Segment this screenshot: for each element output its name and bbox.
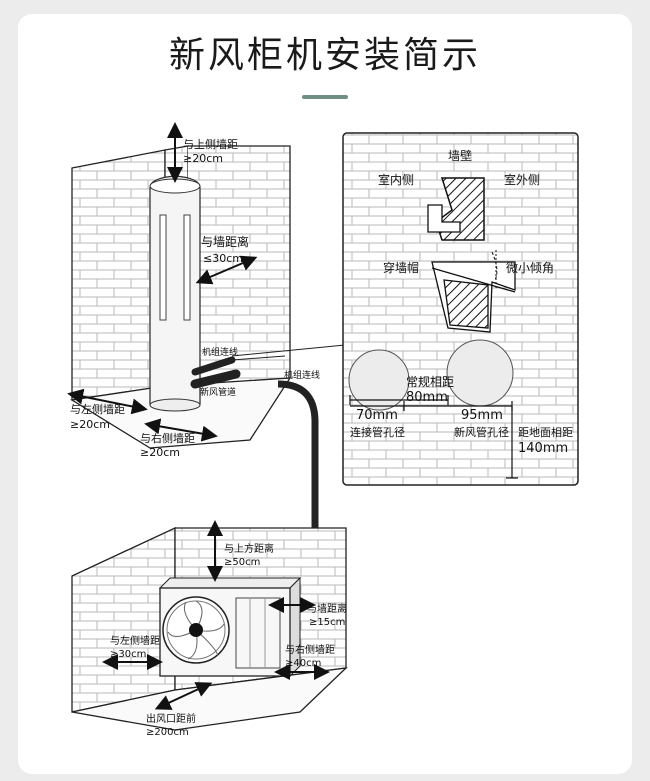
route-cable-label: 机组连线 (284, 369, 320, 381)
wall-clearance-label: 与墙距离 (201, 234, 249, 249)
wall-label: 墙壁 (448, 148, 472, 163)
left-clearance-arrow (67, 388, 148, 415)
detail-leader-line (231, 344, 346, 357)
outdoor-wall-label: 与墙距离 (307, 602, 347, 615)
outdoor-left-value: ≥30cm (110, 649, 146, 660)
wall-clearance-arrow (195, 255, 258, 285)
indoor-unit (149, 175, 201, 412)
title-underline (302, 95, 348, 99)
outdoor-front-label: 出风口距前 (146, 712, 196, 725)
outdoor-wall-value: ≥15cm (309, 617, 345, 628)
connecting-pipe-hole (348, 349, 410, 411)
hole2-size: 95mm (461, 408, 503, 423)
slight-tilt-label: 微小倾角 (506, 261, 554, 275)
fresh-air-pipe-hole (446, 339, 514, 407)
detail-box (342, 132, 579, 486)
unit-cable-label: 机组连线 (202, 346, 238, 358)
outdoor-top-value: ≥50cm (224, 557, 260, 568)
indoor-side-label: 室内侧 (378, 172, 414, 187)
outdoor-front-value: ≥200cm (146, 727, 189, 738)
wall-clearance-value: ≤30cm (203, 252, 243, 265)
outdoor-top-label: 与上方距离 (224, 542, 274, 555)
left-clearance-value: ≥20cm (70, 418, 110, 431)
outdoor-side-label: 室外侧 (504, 172, 540, 187)
hole2-label: 新风管孔径 (454, 425, 509, 439)
outdoor-front-arrow (154, 682, 213, 710)
indoor-pipes (190, 355, 286, 389)
outdoor-left-label: 与左侧墙距 (110, 634, 160, 647)
fresh-air-pipe-label: 新风管道 (200, 386, 236, 398)
hole1-label: 连接管孔径 (350, 425, 405, 439)
right-clearance-value: ≥20cm (140, 446, 180, 459)
page-title: 新风柜机安装简示 (168, 35, 481, 76)
spacing-label: 常规相距 (406, 374, 454, 389)
outdoor-right-label: 与右侧墙距 (285, 643, 335, 656)
floor-value: 140mm (518, 441, 568, 456)
wall-cap-label: 穿墙帽 (383, 260, 419, 275)
outdoor-right-value: ≥40cm (285, 658, 321, 669)
top-clearance-value: ≥20cm (183, 152, 223, 165)
hole1-size: 70mm (356, 408, 398, 423)
floor-label: 距地面相距 (518, 426, 573, 439)
top-clearance-label: 与上侧墙距 (183, 137, 238, 151)
outdoor-unit (158, 576, 302, 678)
left-clearance-label: 与左侧墙距 (70, 402, 125, 416)
right-clearance-arrow (144, 418, 218, 442)
right-clearance-label: 与右侧墙距 (140, 431, 195, 445)
spacing-value: 80mm (406, 390, 448, 405)
